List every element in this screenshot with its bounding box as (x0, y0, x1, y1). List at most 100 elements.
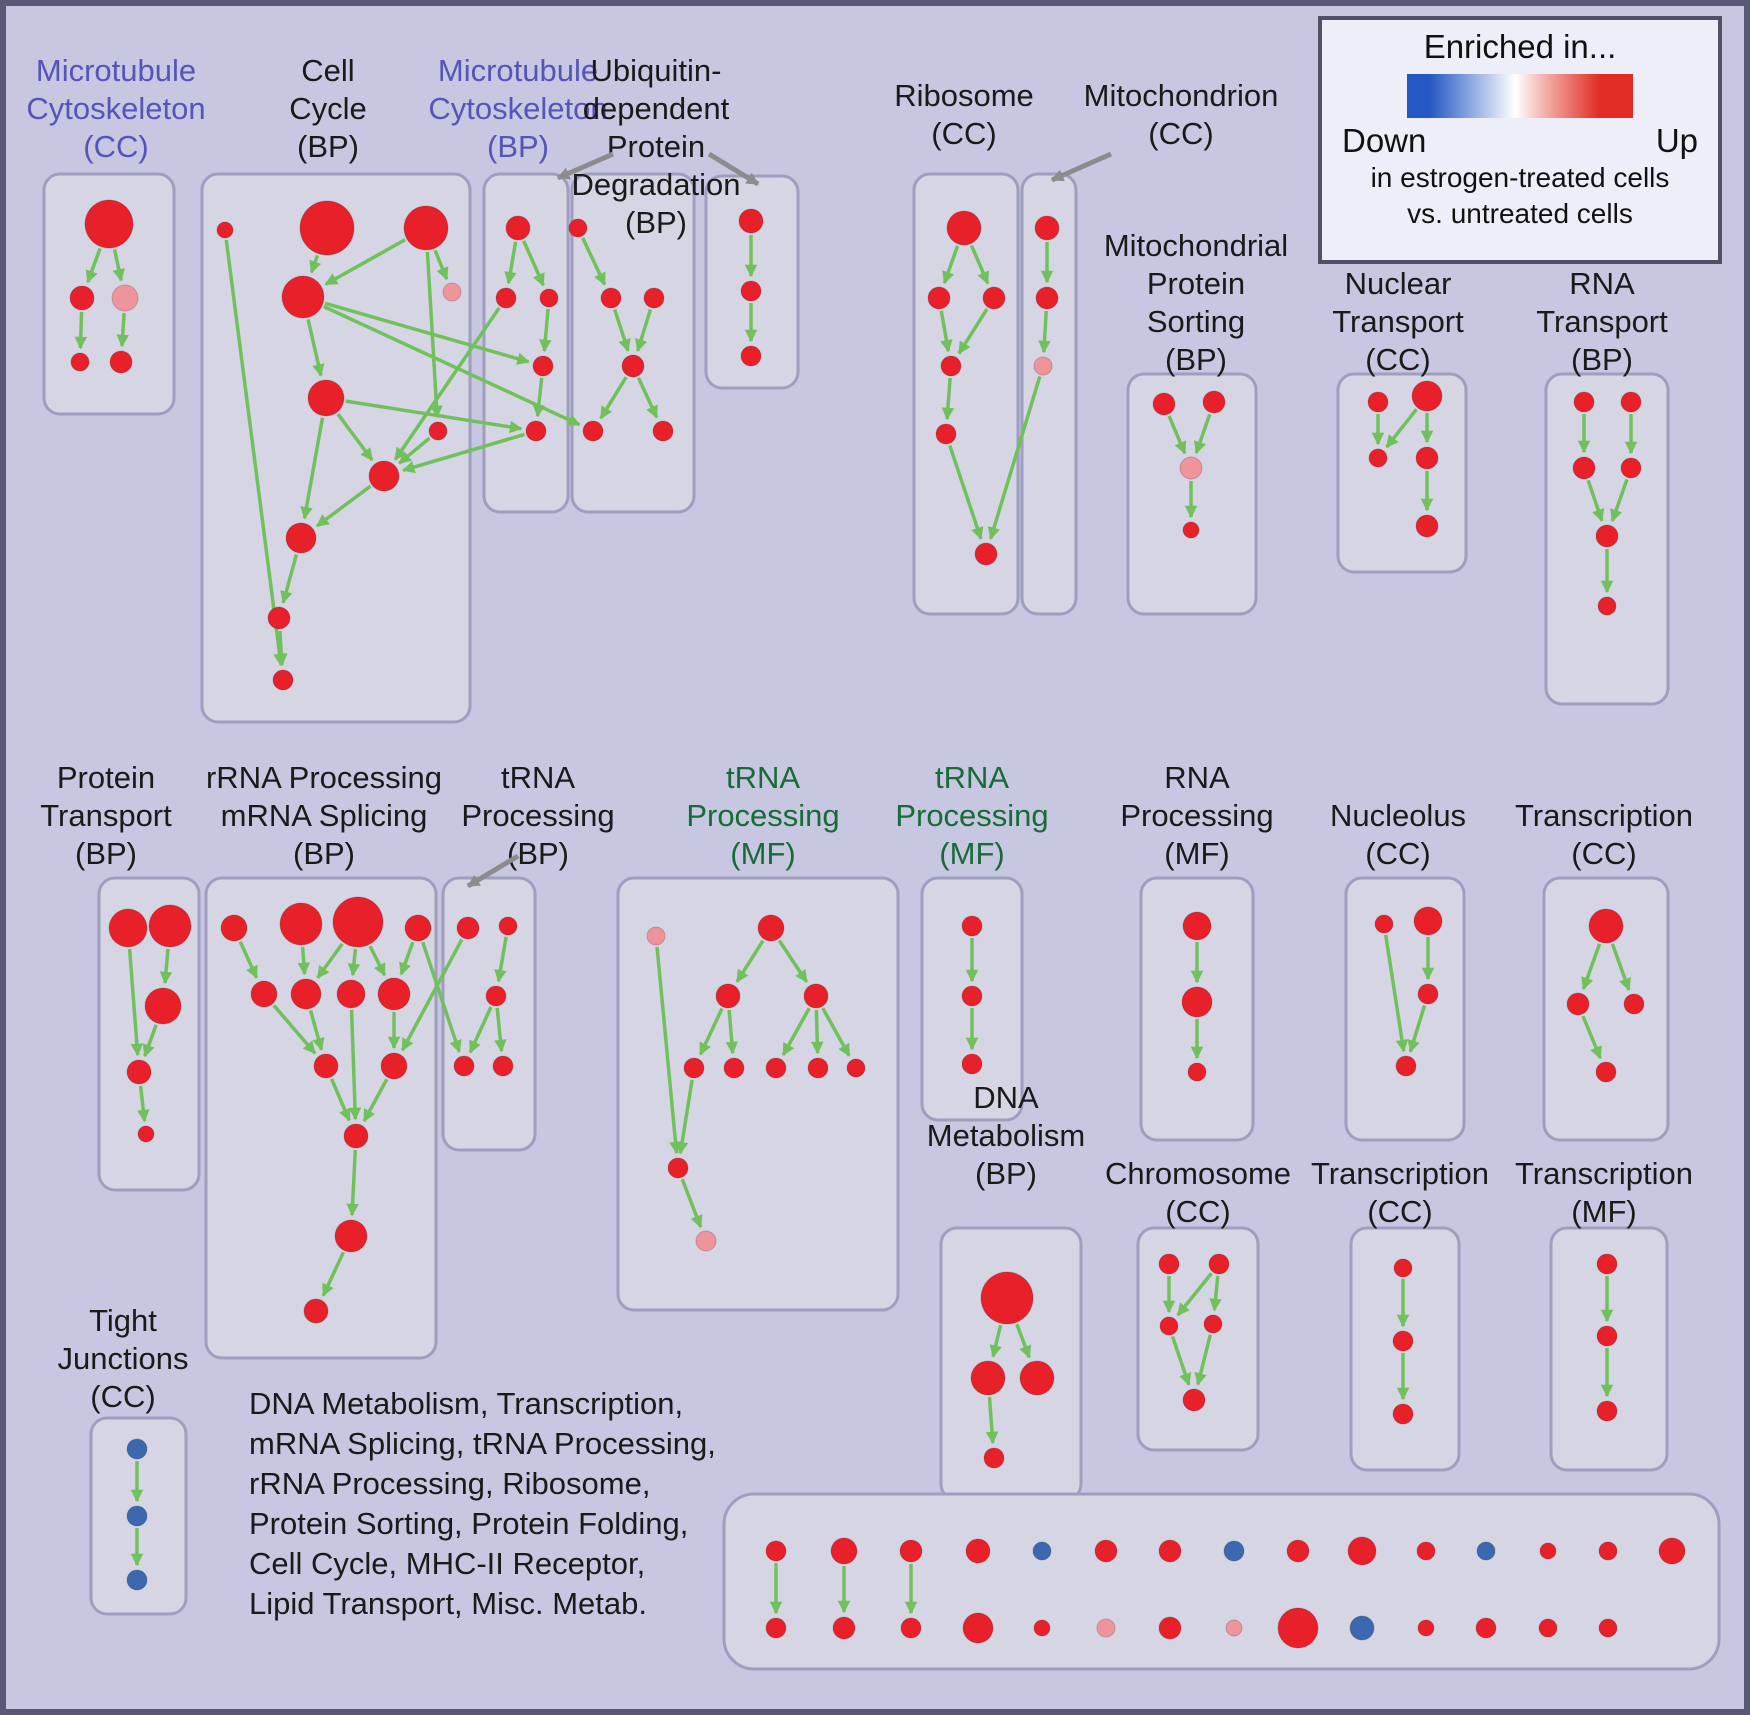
go-term-node-bv6 (1096, 1618, 1116, 1638)
edge-rr4-rr8 (399, 941, 415, 976)
cluster-label-transcription_cc_mid: Transcription(CC) (1515, 798, 1693, 871)
edge-pt2-pt3 (159, 948, 173, 985)
go-term-node-bw5 (1032, 1541, 1052, 1561)
go-term-node-ub3 (621, 354, 645, 378)
go-term-node-pt4 (126, 1059, 152, 1085)
go-term-node-ch2 (1208, 1253, 1230, 1275)
go-term-node-tm4 (803, 983, 829, 1009)
cluster-box-protein_transport (97, 876, 201, 1192)
go-term-node-rp1 (1182, 911, 1212, 941)
edge-tb1-rr10 (400, 938, 464, 1052)
go-term-node-rr2 (279, 902, 323, 946)
go-term-node-tr4 (1595, 1061, 1617, 1083)
cluster-label-nucleolus: Nucleolus(CC) (1330, 798, 1466, 871)
go-term-node-ub2 (643, 287, 665, 309)
go-term-node-bv1 (765, 1617, 787, 1639)
cluster-box-rrna_mrna (204, 876, 438, 1360)
edge-cc4-cc6 (306, 319, 325, 377)
go-term-node-rp3 (1187, 1062, 1207, 1082)
edge-rr3-rr8 (368, 945, 387, 977)
edge-nc1-nc4 (1383, 934, 1409, 1053)
go-term-node-ub4 (582, 420, 604, 442)
go-term-node-mtcc2 (69, 285, 95, 311)
go-term-node-rr13 (303, 1298, 329, 1324)
edge-rr1-rr5 (238, 940, 259, 979)
go-term-node-ch5 (1182, 1388, 1206, 1412)
go-term-node-bw7 (1158, 1539, 1182, 1563)
go-term-node-nc4 (1395, 1055, 1417, 1077)
go-term-node-mi2 (1035, 286, 1059, 310)
go-term-node-rb4 (940, 355, 962, 377)
edge-mi3-rb6 (987, 376, 1042, 540)
go-term-node-rr9 (313, 1053, 339, 1079)
edge-cc6-cc7 (336, 413, 374, 461)
go-term-node-rt1 (1573, 391, 1595, 413)
go-term-node-tm7 (765, 1057, 787, 1079)
edge-tb3-tb5 (494, 1007, 507, 1053)
go-term-node-rb2 (927, 286, 951, 310)
edge-tm3-tm6 (725, 1009, 739, 1055)
go-term-node-nt4 (1415, 446, 1439, 470)
go-term-node-rt6 (1597, 596, 1617, 616)
go-term-node-bv7 (1158, 1616, 1182, 1640)
edge-nc3-nc4 (1407, 1004, 1427, 1053)
go-term-node-rr3 (332, 896, 384, 948)
edge-tm4-tm8 (811, 1009, 824, 1055)
edge-ch2-ch4 (1209, 1275, 1222, 1312)
go-term-node-cc6 (307, 379, 345, 417)
edge-ub2-ub3 (635, 308, 653, 352)
go-term-node-bv9 (1277, 1607, 1319, 1649)
edge-rr11-rr12 (346, 1149, 359, 1217)
go-term-node-cc7 (368, 460, 400, 492)
go-term-node-bw2 (830, 1537, 858, 1565)
go-term-node-tj2 (126, 1505, 148, 1527)
go-term-node-tm6 (723, 1057, 745, 1079)
cluster-box-cell_cycle (200, 172, 472, 724)
edge-rr4-tb4 (421, 941, 462, 1053)
cluster-box-mitochondrion (1020, 172, 1078, 616)
go-term-node-rr4 (404, 914, 432, 942)
go-term-node-mtcc4 (70, 352, 90, 372)
go-term-node-rr1 (220, 914, 248, 942)
edge-rb1-rb3 (969, 244, 990, 285)
go-term-node-rt4 (1620, 457, 1642, 479)
edge-cc7-cc8 (315, 484, 372, 528)
misc-categories-text: DNA Metabolism, Transcription,mRNA Splic… (249, 1386, 716, 1621)
go-term-node-bv4 (962, 1612, 994, 1644)
cluster-box-chromosome (1136, 1226, 1260, 1452)
go-term-node-ms1 (1152, 392, 1176, 416)
go-term-node-tj3 (126, 1569, 148, 1591)
go-term-node-tm11 (695, 1230, 717, 1252)
go-term-node-cc8 (285, 522, 317, 554)
go-term-node-cc9 (267, 606, 291, 630)
go-term-node-mtbp2 (495, 287, 517, 309)
edge-tm2-tm3 (735, 939, 765, 983)
go-term-node-dm4 (983, 1447, 1005, 1469)
go-term-node-nc3 (1417, 983, 1439, 1005)
edge-cc3-cc4 (324, 238, 406, 286)
go-term-node-ub0 (568, 218, 588, 238)
go-term-node-mtcc3 (111, 284, 139, 312)
edge-pt1-pt4 (127, 948, 144, 1057)
go-term-node-ts1 (961, 915, 983, 937)
edge-tr1-tr2 (1581, 943, 1602, 991)
edge-tm2-tm4 (777, 939, 809, 983)
edge-rr5-rr9 (272, 1004, 317, 1055)
edge-tm3-tm5 (698, 1007, 724, 1056)
label-pointer-arrow-1 (556, 151, 614, 181)
go-term-node-bv5 (1033, 1619, 1051, 1637)
edge-tm10-tm11 (680, 1178, 703, 1229)
go-term-node-rb1 (946, 210, 982, 246)
edge-tr2-tr4 (1581, 1015, 1602, 1060)
go-term-node-tm5 (683, 1057, 705, 1079)
go-term-node-bw14 (1598, 1541, 1618, 1561)
go-term-node-cc10 (272, 669, 294, 691)
